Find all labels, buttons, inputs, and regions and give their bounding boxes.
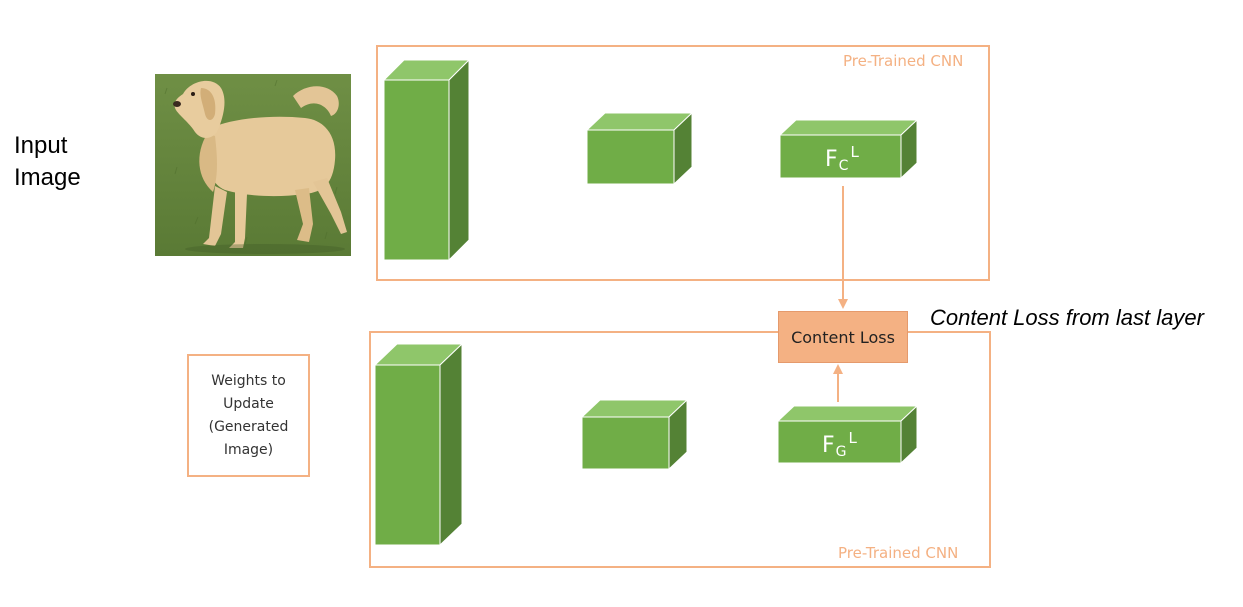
- feature-fc-sup: L: [850, 143, 859, 161]
- dog-photo: [155, 74, 351, 256]
- feature-fg-sub: G: [835, 444, 847, 460]
- input-image-label: Input Image: [14, 130, 81, 194]
- cnn-top-container: [376, 45, 990, 281]
- feature-fg-base: F: [822, 433, 835, 458]
- input-label-line1: Input: [14, 132, 68, 159]
- cnn-bottom-layer-1-block: [373, 342, 464, 547]
- weights-to-update-box: Weights to Update (Generated Image): [187, 354, 310, 477]
- cnn-bottom-label: Pre-Trained CNN: [838, 544, 959, 562]
- feature-fc-sub: C: [838, 158, 849, 174]
- cnn-top-layer-2-block: [585, 111, 694, 186]
- cnn-top-layer-1-block: [382, 58, 471, 262]
- feature-fc-base: F: [825, 147, 838, 172]
- cnn-bottom-feature-block: [776, 404, 919, 465]
- weights-line3: (Generated: [208, 418, 289, 435]
- weights-line1: Weights to: [211, 372, 286, 389]
- weights-line4: Image): [223, 441, 274, 458]
- cnn-bottom-container: [369, 331, 991, 568]
- weights-line2: Update: [223, 395, 274, 412]
- cnn-top-feature-block: [778, 118, 919, 180]
- input-label-line2: Image: [14, 164, 81, 191]
- cnn-top-label: Pre-Trained CNN: [843, 52, 964, 70]
- cnn-bottom-layer-2-block: [580, 398, 689, 471]
- feature-fg-label: FGL: [822, 429, 857, 460]
- content-loss-note: Content Loss from last layer: [930, 305, 1204, 330]
- feature-fg-sup: L: [848, 429, 857, 447]
- content-loss-box: Content Loss: [778, 311, 908, 363]
- feature-fc-label: FCL: [825, 143, 859, 174]
